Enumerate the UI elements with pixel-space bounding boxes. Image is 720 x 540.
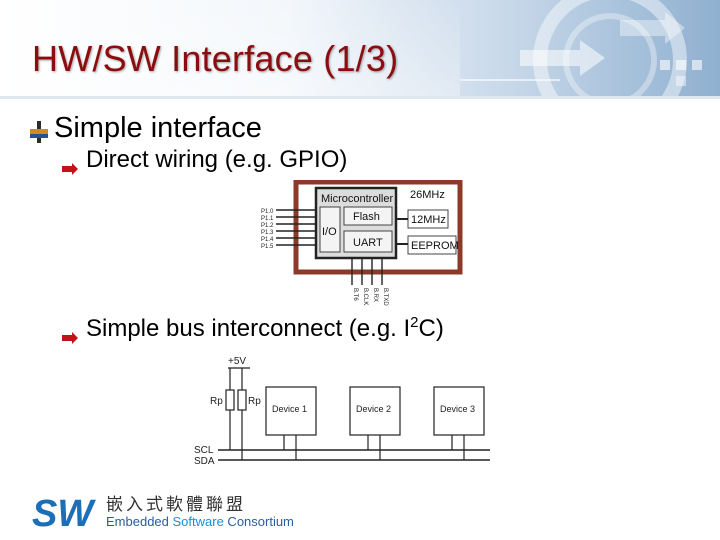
bottom-pin-label: B.CLK <box>362 288 368 305</box>
resistor1-label: Rp <box>210 396 223 407</box>
pin-label: P1.2 <box>261 223 274 229</box>
pin-label: P1.3 <box>261 230 274 236</box>
sw-mark-text: SW <box>32 493 96 532</box>
device-box <box>433 386 485 436</box>
sw-logo-mark: SW <box>32 493 96 532</box>
sub-bullet-text: Simple bus interconnect (e.g. I2C) <box>86 314 444 342</box>
scl-label: SCL <box>194 445 214 456</box>
gpio-diagram: Microcontroller Flash I/O UART 26MHz 12M… <box>261 180 463 306</box>
bottom-pin-label: B.RX <box>372 288 378 302</box>
header-decoration <box>460 0 702 96</box>
pin-label: P1.1 <box>261 216 274 222</box>
device-box <box>265 386 317 436</box>
bullet-simple-interface: Simple interface <box>30 112 262 145</box>
clock2-label: 12MHz <box>411 214 446 226</box>
i2c-bus-diagram: +5V Rp Rp SCL SDA Device 1 Device 2 Devi… <box>194 356 490 467</box>
bottom-pin-label: B.TXD <box>382 288 388 306</box>
uart-label: UART <box>353 237 383 249</box>
bullet-text: Simple interface <box>54 112 262 144</box>
gpio-pins: P1.0 P1.1 P1.2 P1.3 P1.4 P1.5 <box>261 209 316 250</box>
uart-pins: B.T6 B.CLK B.RX B.TXD <box>351 258 388 306</box>
device-label: Device 2 <box>356 404 391 414</box>
sda-label: SDA <box>194 456 215 467</box>
bottom-pin-label: B.T6 <box>352 288 358 301</box>
header-background <box>0 0 720 96</box>
consortium-logo: SW 嵌入式軟體聯盟 Embedded Software Consortium <box>32 490 294 534</box>
sub-bullet-icon <box>62 323 78 344</box>
chip-label: Microcontroller <box>321 193 393 205</box>
io-label: I/O <box>322 226 337 238</box>
pin-label: P1.5 <box>261 244 274 250</box>
flash-label: Flash <box>353 211 380 223</box>
clock1-label: 26MHz <box>410 189 445 201</box>
logo-english-text: Embedded Software Consortium <box>106 514 294 529</box>
pin-label: P1.0 <box>261 209 274 215</box>
device-label: Device 3 <box>440 404 475 414</box>
device-box <box>349 386 401 436</box>
header-separator <box>0 96 720 99</box>
sub-bullet-direct-wiring: Direct wiring (e.g. GPIO) <box>62 146 348 175</box>
logo-chinese-text: 嵌入式軟體聯盟 <box>106 495 246 515</box>
sub-bullet-text: Direct wiring (e.g. GPIO) <box>86 146 348 173</box>
voltage-label: +5V <box>228 356 246 367</box>
eeprom-label: EEPROM <box>411 240 459 252</box>
sub-bullet-icon <box>62 154 78 175</box>
sub-bullet-bus-interconnect: Simple bus interconnect (e.g. I2C) <box>62 314 444 344</box>
slide-title: HW/SW Interface (1/3) <box>32 38 399 79</box>
pin-label: P1.4 <box>261 237 274 243</box>
resistor2-label: Rp <box>248 396 261 407</box>
bullet-icon <box>30 118 48 143</box>
header-fade <box>0 0 460 96</box>
device-label: Device 1 <box>272 404 307 414</box>
